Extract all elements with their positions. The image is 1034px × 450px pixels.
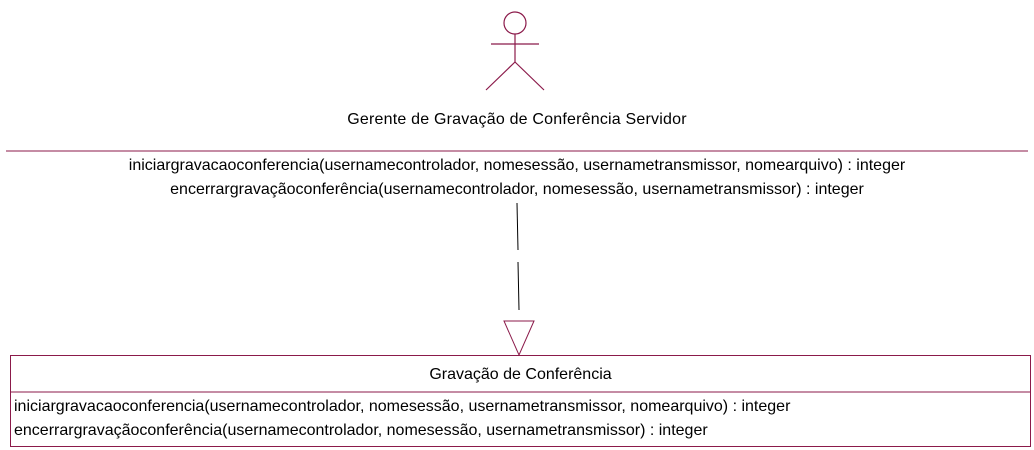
dash-segment-2: [517, 261, 520, 311]
actor-name-label: Gerente de Gravação de Conferência Servi…: [347, 111, 687, 128]
class-operation-2: encerrargravaçãoconferência(usernamecont…: [14, 422, 708, 439]
class-operation-1: iniciargravacaoconferencia(usernamecontr…: [14, 398, 791, 415]
actor-operation-2: encerrargravaçãoconferência(usernamecont…: [170, 181, 864, 198]
actor-operation-1: iniciargravacaoconferencia(usernamecontr…: [128, 157, 906, 174]
actor-left-leg: [485, 61, 516, 91]
realization-dashed-line[interactable]: [516, 202, 520, 311]
class-name-label: Gravação de Conferência: [429, 366, 612, 383]
dash-segment-1: [516, 202, 519, 251]
realization-arrowhead: [503, 320, 535, 357]
actor-figure[interactable]: [485, 11, 545, 91]
class-box[interactable]: [10, 355, 1031, 447]
actor-head: [503, 11, 527, 35]
actor-right-leg: [514, 61, 545, 91]
